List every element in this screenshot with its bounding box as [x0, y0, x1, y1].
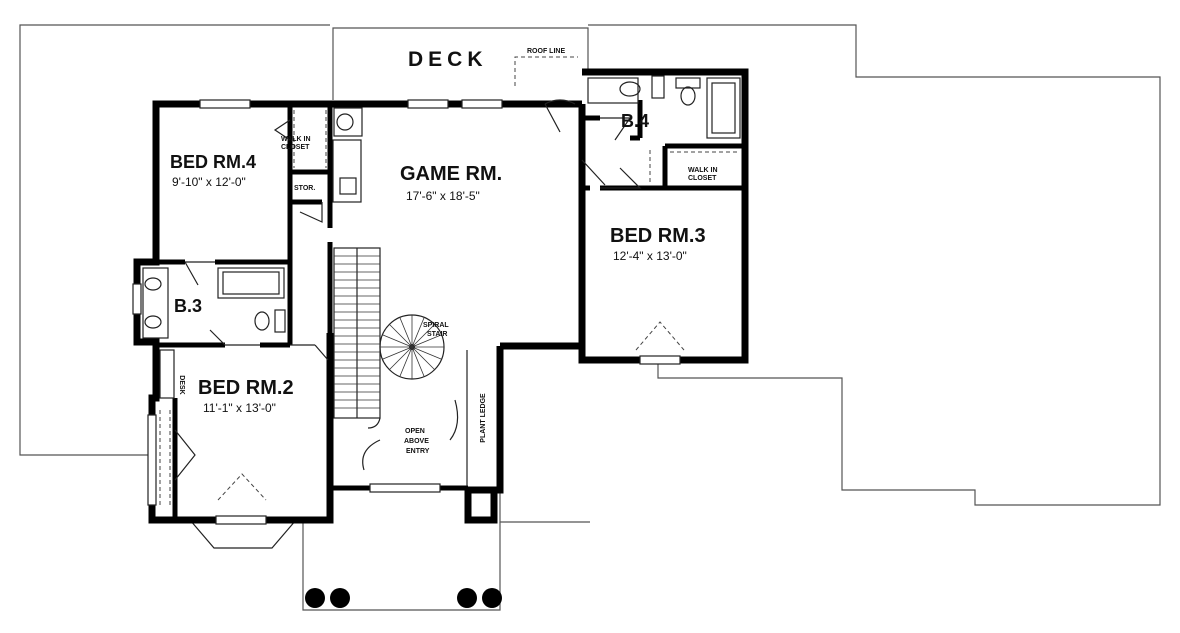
doors	[174, 99, 642, 481]
open-above-entry: OPEN ABOVE ENTRY	[362, 399, 459, 471]
deck: DECK ROOF LINE	[332, 27, 589, 100]
windows	[132, 99, 681, 525]
game-room-label: GAME RM.	[400, 163, 502, 185]
entry-porch	[302, 518, 502, 611]
game-room-dim: 17'-6" x 18'-5"	[406, 189, 480, 203]
column	[330, 588, 350, 608]
bay-window	[189, 519, 297, 549]
desk-label: DESK	[178, 375, 185, 394]
bed-room-2-label: BED RM.2	[198, 377, 294, 399]
walk-in-closet-1-label-b: CLOSET	[281, 144, 310, 151]
bath-4-label: B.4	[621, 111, 649, 131]
open-above-label-1: OPEN	[405, 428, 425, 435]
walk-in-closet-2-label-b: CLOSET	[688, 175, 717, 182]
column	[482, 588, 502, 608]
spiral-stair-label-2: STAIR	[427, 331, 447, 338]
spiral-tread	[399, 317, 413, 348]
straight-stair	[333, 247, 381, 429]
spiral-tread	[411, 346, 435, 370]
spiral-stair: SPIRAL STAIR	[379, 314, 449, 380]
interior-walls	[156, 100, 745, 520]
walk-in-closet-2-label-a: WALK IN	[688, 167, 718, 174]
spiral-tread	[411, 346, 442, 360]
bed-room-2-dim: 11'-1" x 13'-0"	[203, 401, 276, 415]
bed-room-4-label: BED RM.4	[170, 152, 256, 172]
spiral-tread	[411, 324, 435, 348]
spiral-tread	[389, 324, 413, 348]
vault-markers	[217, 321, 685, 501]
column	[305, 588, 325, 608]
bed-room-3-label: BED RM.3	[610, 225, 706, 247]
walk-in-closet-1-label-a: WALK IN	[281, 136, 311, 143]
exterior-walls	[133, 68, 749, 524]
fixtures	[142, 75, 741, 508]
bed-room-4-dim: 9'-10" x 12'-0"	[172, 175, 246, 189]
deck-label: DECK	[408, 48, 488, 71]
spiral-tread	[389, 346, 413, 370]
column	[457, 588, 477, 608]
spiral-tread	[411, 334, 442, 348]
roof-line-label: ROOF LINE	[527, 48, 565, 55]
storage-label: STOR.	[294, 185, 315, 192]
open-above-label-2: ABOVE	[404, 438, 429, 445]
bed-room-3-dim: 12'-4" x 13'-0"	[613, 249, 687, 263]
plant-ledge-label: PLANT LEDGE	[480, 393, 487, 443]
spiral-tread	[382, 334, 413, 348]
spiral-tread	[399, 346, 413, 377]
spiral-tread	[382, 346, 413, 360]
spiral-tread	[411, 317, 425, 348]
bath-3-label: B.3	[174, 296, 202, 316]
spiral-stair-label-1: SPIRAL	[423, 322, 449, 329]
spiral-tread	[411, 346, 425, 377]
plant-ledge: PLANT LEDGE	[466, 350, 487, 486]
open-above-label-3: ENTRY	[406, 448, 430, 455]
